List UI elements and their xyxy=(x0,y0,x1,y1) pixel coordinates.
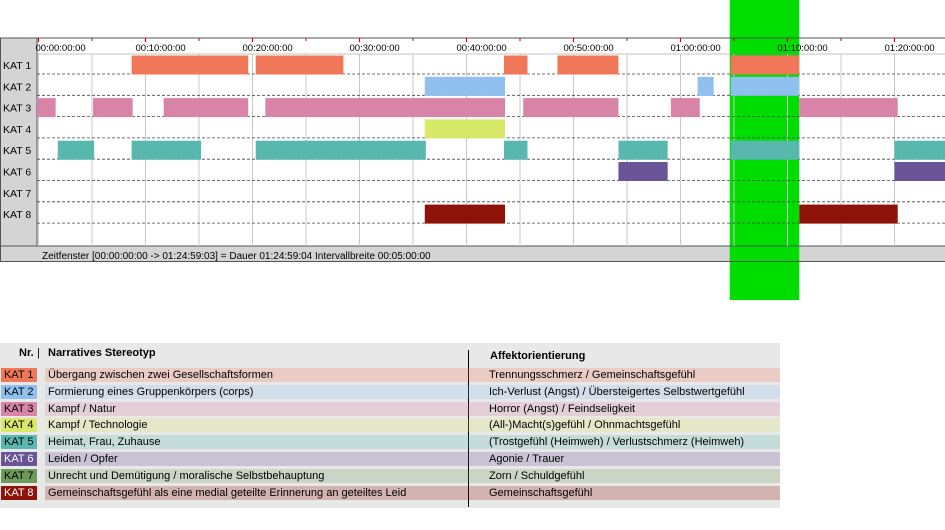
legend-row-stereotype: Leiden / Opfer xyxy=(48,453,118,465)
tick-label: 00:50:00:00 xyxy=(564,43,614,54)
interval-bar xyxy=(523,98,619,118)
interval-bars xyxy=(37,55,945,224)
legend-row-tint xyxy=(45,384,780,399)
legend-row-tint xyxy=(45,401,780,416)
legend-row-affect: (All-)Macht(s)gefühl / Ohnmachtsgefühl xyxy=(489,419,681,432)
category-label: KAT 8 xyxy=(3,209,31,221)
category-label: KAT 5 xyxy=(3,145,31,157)
legend-row-tint xyxy=(45,435,780,450)
footer-text: Zeitfenster [00:00:00:00 -> 01:24:59:03]… xyxy=(42,251,431,262)
interval-bar xyxy=(163,98,249,118)
interval-bar xyxy=(730,140,800,160)
legend-row: KAT 2 Formierung eines Gruppenkörpers (co… xyxy=(0,384,780,399)
interval-bar xyxy=(730,76,800,96)
legend-row-affect: Trennungsschmerz / Gemeinschaftsgefühl xyxy=(489,369,696,381)
interval-bar xyxy=(799,204,898,224)
interval-bar xyxy=(424,119,506,139)
interval-bar xyxy=(255,55,344,75)
legend-row-affect: Gemeinschaftsgefühl xyxy=(489,486,593,499)
interval-bar xyxy=(93,98,133,118)
legend-row-tint xyxy=(45,368,780,382)
footer-panel xyxy=(0,246,945,262)
interval-bar xyxy=(730,55,800,75)
legend-row-nr: KAT 1 xyxy=(1,368,37,382)
interval-bar xyxy=(894,162,945,181)
legend-row-nr: KAT 6 xyxy=(1,452,37,466)
tick-label: 01:10:00:00 xyxy=(778,43,828,54)
legend-row-tint xyxy=(45,418,780,433)
tick-label: 00:10:00:00 xyxy=(136,43,186,54)
legend-header-affect: Affektorientierung xyxy=(490,350,586,362)
interval-bar xyxy=(670,98,700,118)
legend-row-tint xyxy=(45,452,780,466)
category-label: KAT 2 xyxy=(3,81,31,93)
legend-row-affect: (Trostgefühl (Heimweh) / Verlustschmerz … xyxy=(489,436,745,449)
interval-bar xyxy=(131,140,202,160)
legend-header-divider: | xyxy=(37,347,40,359)
legend-divider xyxy=(468,350,469,507)
interval-bar xyxy=(697,76,714,96)
legend-row-stereotype: Kampf / Natur xyxy=(48,402,116,415)
legend-row-stereotype: Gemeinschaftsgefühl als eine medial gete… xyxy=(48,486,407,499)
interval-bar xyxy=(255,140,426,160)
category-label: KAT 6 xyxy=(3,167,31,179)
tick-label: 00:00:00:00 xyxy=(36,43,86,54)
interval-bar xyxy=(37,98,56,118)
interval-bar xyxy=(799,98,898,118)
interval-bar xyxy=(618,162,668,181)
category-panel xyxy=(0,38,37,246)
interval-bar xyxy=(503,140,528,160)
interval-bar xyxy=(131,55,249,75)
legend-row: KAT 4 Kampf / Technologie (All-)Macht(s)ge… xyxy=(0,418,780,433)
legend-row-affect: Zorn / Schuldgefühl xyxy=(489,469,585,482)
legend-row-affect: Ich-Verlust (Angst) / Übersteigertes Sel… xyxy=(489,385,745,398)
legend-row-stereotype: Unrecht und Demütigung / moralische Selb… xyxy=(48,469,325,482)
tick-label: 00:40:00:00 xyxy=(457,43,507,54)
category-label: KAT 7 xyxy=(3,188,31,200)
tick-label: 01:20:00:00 xyxy=(885,43,935,54)
legend-header-nr: Nr. xyxy=(19,347,34,359)
legend-row-tint xyxy=(45,468,780,483)
legend-row-stereotype: Kampf / Technologie xyxy=(48,419,148,432)
legend-row-nr: KAT 5 xyxy=(1,435,37,450)
category-label: KAT 4 xyxy=(3,124,31,136)
legend-header-stereotype: Narratives Stereotyp xyxy=(48,347,156,359)
category-axis: KAT 1 KAT 2 KAT 3 KAT 4 KAT 5 KAT 6 KAT 7 KAT 8 xyxy=(3,60,31,221)
interval-bar xyxy=(424,76,506,96)
time-axis: 00:00:00:00 00:10:00:00 00:20:00:00 00:30:0… xyxy=(36,38,935,54)
interval-bar xyxy=(424,204,506,224)
legend-row-tint xyxy=(45,485,780,500)
legend-row: KAT 8 Gemeinschaftsgefühl als eine medial… xyxy=(0,485,780,500)
tick-label: 00:30:00:00 xyxy=(350,43,400,54)
legend-row-stereotype: Übergang zwischen zwei Gesellschaftsform… xyxy=(48,369,273,381)
legend-row-nr: KAT 4 xyxy=(1,418,37,433)
legend-row-nr: KAT 8 xyxy=(1,485,37,500)
legend-row: KAT 6 Leiden / Opfer Agonie / Trauer xyxy=(0,452,780,466)
interval-bar xyxy=(894,140,945,160)
legend-row: KAT 3 Kampf / Natur Horror (Angst) / Feind… xyxy=(0,401,780,416)
legend-row-affect: Agonie / Trauer xyxy=(489,453,565,465)
interval-bar xyxy=(265,98,506,118)
legend-row-stereotype: Heimat, Frau, Zuhause xyxy=(48,436,161,449)
legend-row-nr: KAT 3 xyxy=(1,401,37,416)
legend-row-affect: Horror (Angst) / Feindseligkeit xyxy=(489,402,636,415)
interval-bar xyxy=(618,140,668,160)
timeline-chart: 00:00:00:00 00:10:00:00 00:20:00:00 00:30:0… xyxy=(0,0,945,300)
tick-label: 00:20:00:00 xyxy=(243,43,293,54)
legend-row: KAT 5 Heimat, Frau, Zuhause (Trostgefühl (… xyxy=(0,435,780,450)
legend-row-nr: KAT 2 xyxy=(1,384,37,399)
legend-row: KAT 7 Unrecht und Demütigung / moralische… xyxy=(0,468,780,483)
legend-row-nr: KAT 7 xyxy=(1,468,37,483)
legend-row-stereotype: Formierung eines Gruppenkörpers (corps) xyxy=(48,385,254,398)
legend-table: Nr. | Narratives Stereotyp Affektorienti… xyxy=(0,343,780,508)
category-label: KAT 1 xyxy=(3,60,31,72)
category-label: KAT 3 xyxy=(3,103,31,115)
interval-bar xyxy=(57,140,95,160)
legend-row: KAT 1 Übergang zwischen zwei Gesellschaft… xyxy=(0,368,780,382)
interval-bar xyxy=(503,55,528,75)
interval-bar xyxy=(557,55,619,75)
tick-label: 01:00:00:00 xyxy=(671,43,721,54)
